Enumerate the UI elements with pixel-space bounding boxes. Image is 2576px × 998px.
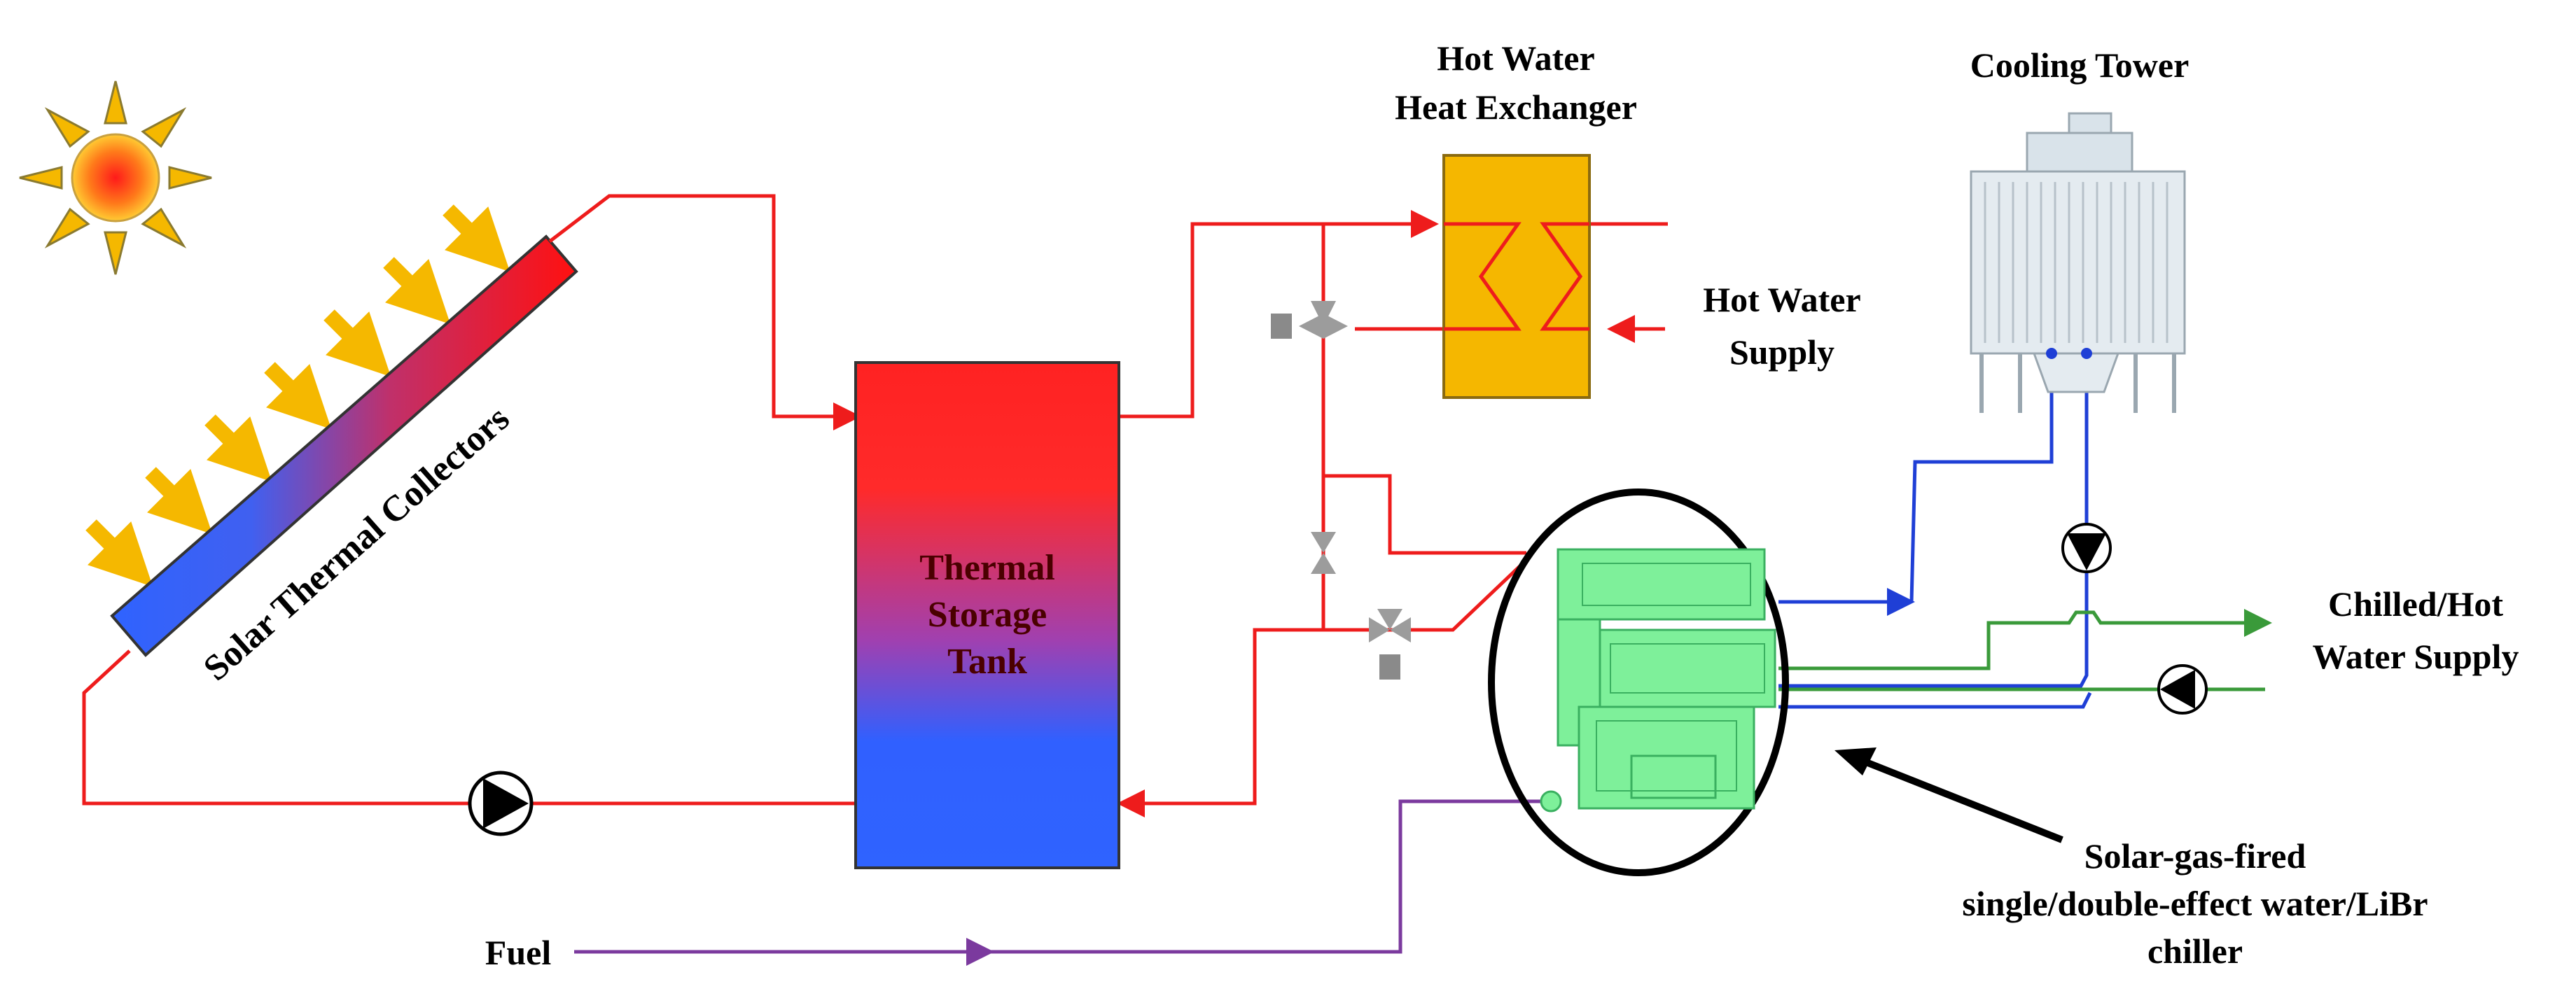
valve-icon — [1369, 609, 1411, 680]
solar-thermal-collectors: Solar Thermal Collectors — [110, 234, 578, 689]
hot-water-pipes — [82, 194, 1668, 817]
cooling-tower-icon — [1970, 112, 2186, 413]
fuel-label: Fuel — [485, 933, 552, 972]
pump-icon — [468, 771, 534, 836]
hot-water-supply-label-line1: Hot Water — [1703, 280, 1860, 319]
sun-icon — [19, 80, 212, 275]
pump-icon — [2157, 664, 2208, 715]
chilled-water-pipes — [1778, 609, 2272, 691]
hot-water-supply-label-line2: Supply — [1729, 332, 1834, 372]
absorption-chiller — [1488, 489, 1789, 876]
tank-label-line2: Storage — [928, 595, 1047, 635]
cooling-tower-label: Cooling Tower — [1970, 45, 2189, 85]
thermal-storage-tank: Thermal Storage Tank — [854, 361, 1120, 869]
fuel-line — [574, 799, 1551, 966]
solar-radiation-arrows — [85, 204, 510, 587]
heat-exchanger-label-line1: Hot Water — [1437, 38, 1594, 78]
chiller-pointer-arrow — [1834, 747, 2063, 843]
hot-water-heat-exchanger — [1442, 154, 1591, 399]
chiller-label-line2: single/double-effect water/LiBr — [1962, 884, 2428, 923]
valve-icon — [1311, 532, 1336, 574]
chilled-supply-label-line1: Chilled/Hot — [2328, 584, 2503, 624]
tank-label-line1: Thermal — [919, 548, 1055, 588]
chilled-supply-label-line2: Water Supply — [2313, 637, 2519, 676]
valve-icon — [1271, 301, 1348, 339]
pump-icon — [2061, 523, 2112, 573]
heat-exchanger-label-line2: Heat Exchanger — [1395, 87, 1637, 127]
chiller-label-line3: chiller — [2147, 932, 2243, 971]
tank-label-line3: Tank — [947, 642, 1027, 682]
cooling-water-pipes — [1778, 350, 2092, 709]
chiller-label-line1: Solar-gas-fired — [2084, 836, 2306, 876]
